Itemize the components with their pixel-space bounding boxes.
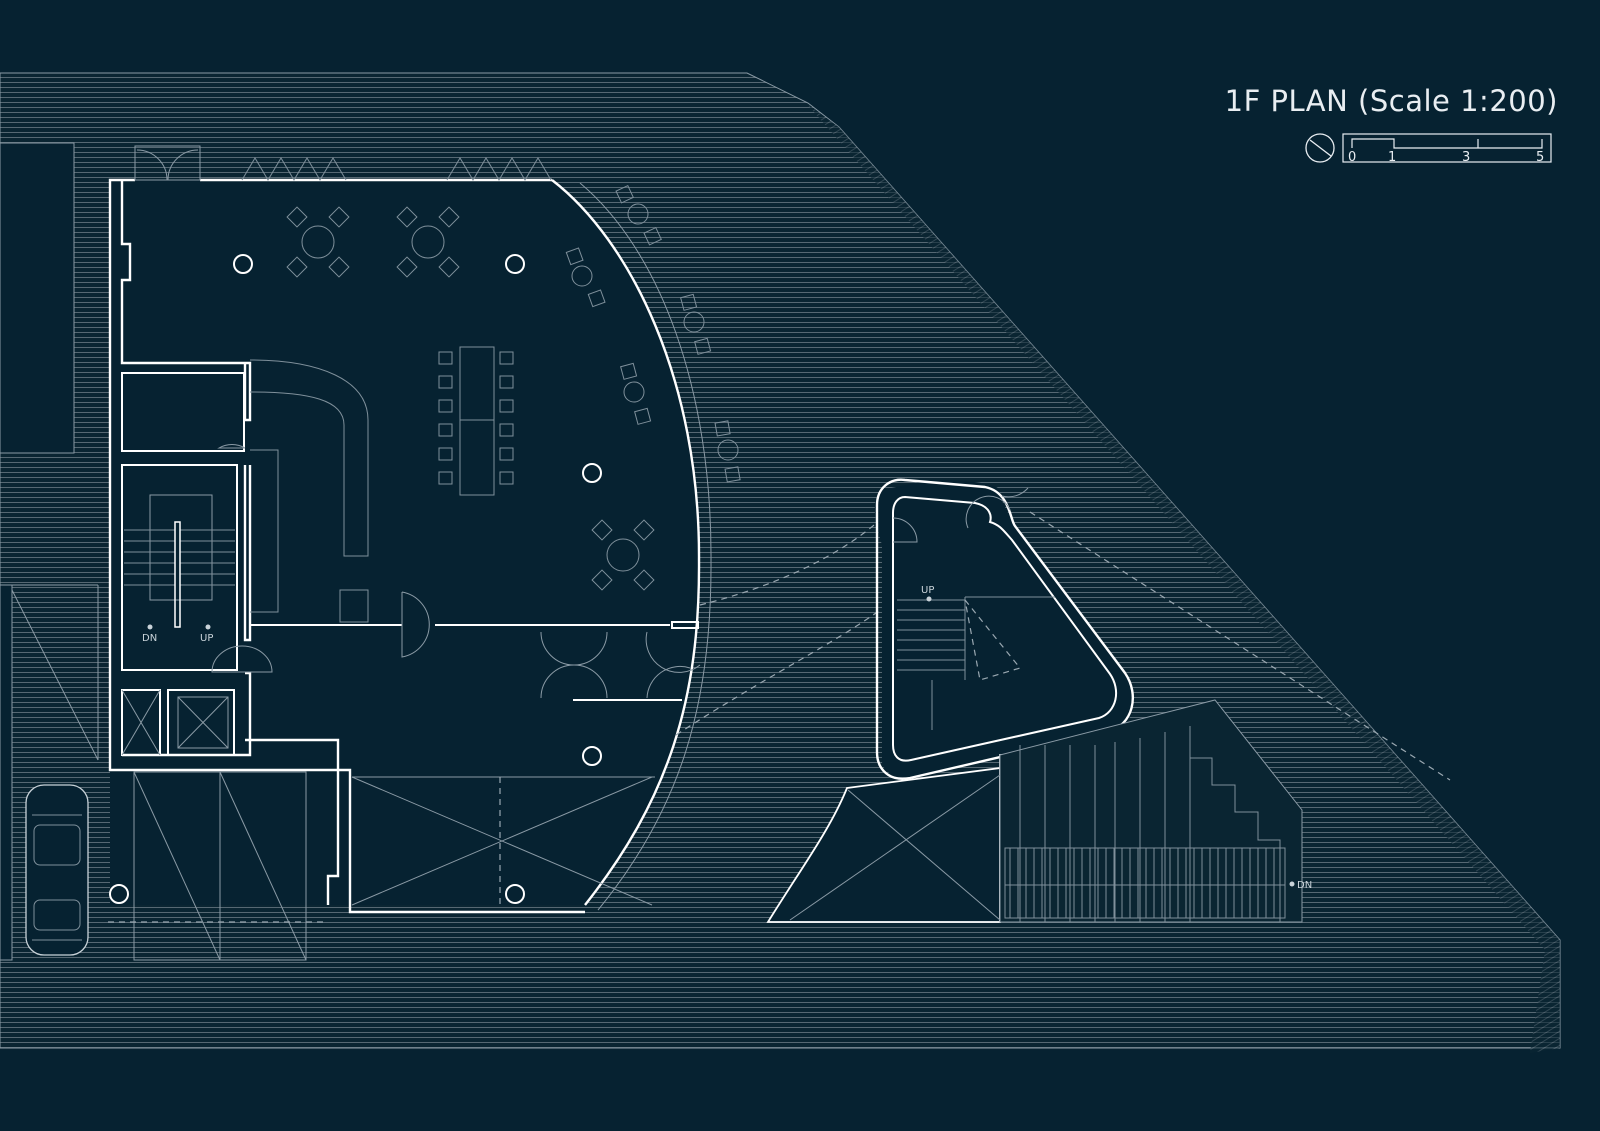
scale-tick-5: 5	[1536, 150, 1544, 165]
annex-down-label: DN	[1297, 880, 1312, 891]
parking-canopy	[108, 771, 655, 961]
scale-tick-0: 0	[1348, 150, 1356, 165]
columns	[109, 254, 602, 904]
annex-up-label: UP	[921, 585, 934, 596]
car-icon	[25, 784, 89, 956]
main-stair: DN UP	[124, 494, 235, 644]
stair-down-label: DN	[142, 633, 157, 644]
elevator-shaft	[121, 689, 229, 756]
plan-title: 1F PLAN (Scale 1:200)	[1224, 84, 1558, 118]
main-building-floor	[110, 180, 700, 905]
main-building-walls	[108, 178, 712, 914]
north-arrow-icon	[1305, 133, 1335, 163]
scale-bar: 0 1 3 5	[1305, 133, 1552, 165]
stair-up-label: UP	[200, 633, 213, 644]
entrance-doors	[134, 145, 552, 181]
scale-tick-1: 1	[1388, 150, 1396, 165]
site-path	[675, 511, 1451, 781]
scale-tick-3: 3	[1462, 150, 1470, 165]
neighbour-building	[0, 142, 99, 961]
interior-doors	[211, 444, 701, 699]
cafe-tables	[249, 184, 741, 623]
annex-building: UP	[874, 478, 1134, 780]
annex-terrace: DN	[766, 699, 1312, 923]
